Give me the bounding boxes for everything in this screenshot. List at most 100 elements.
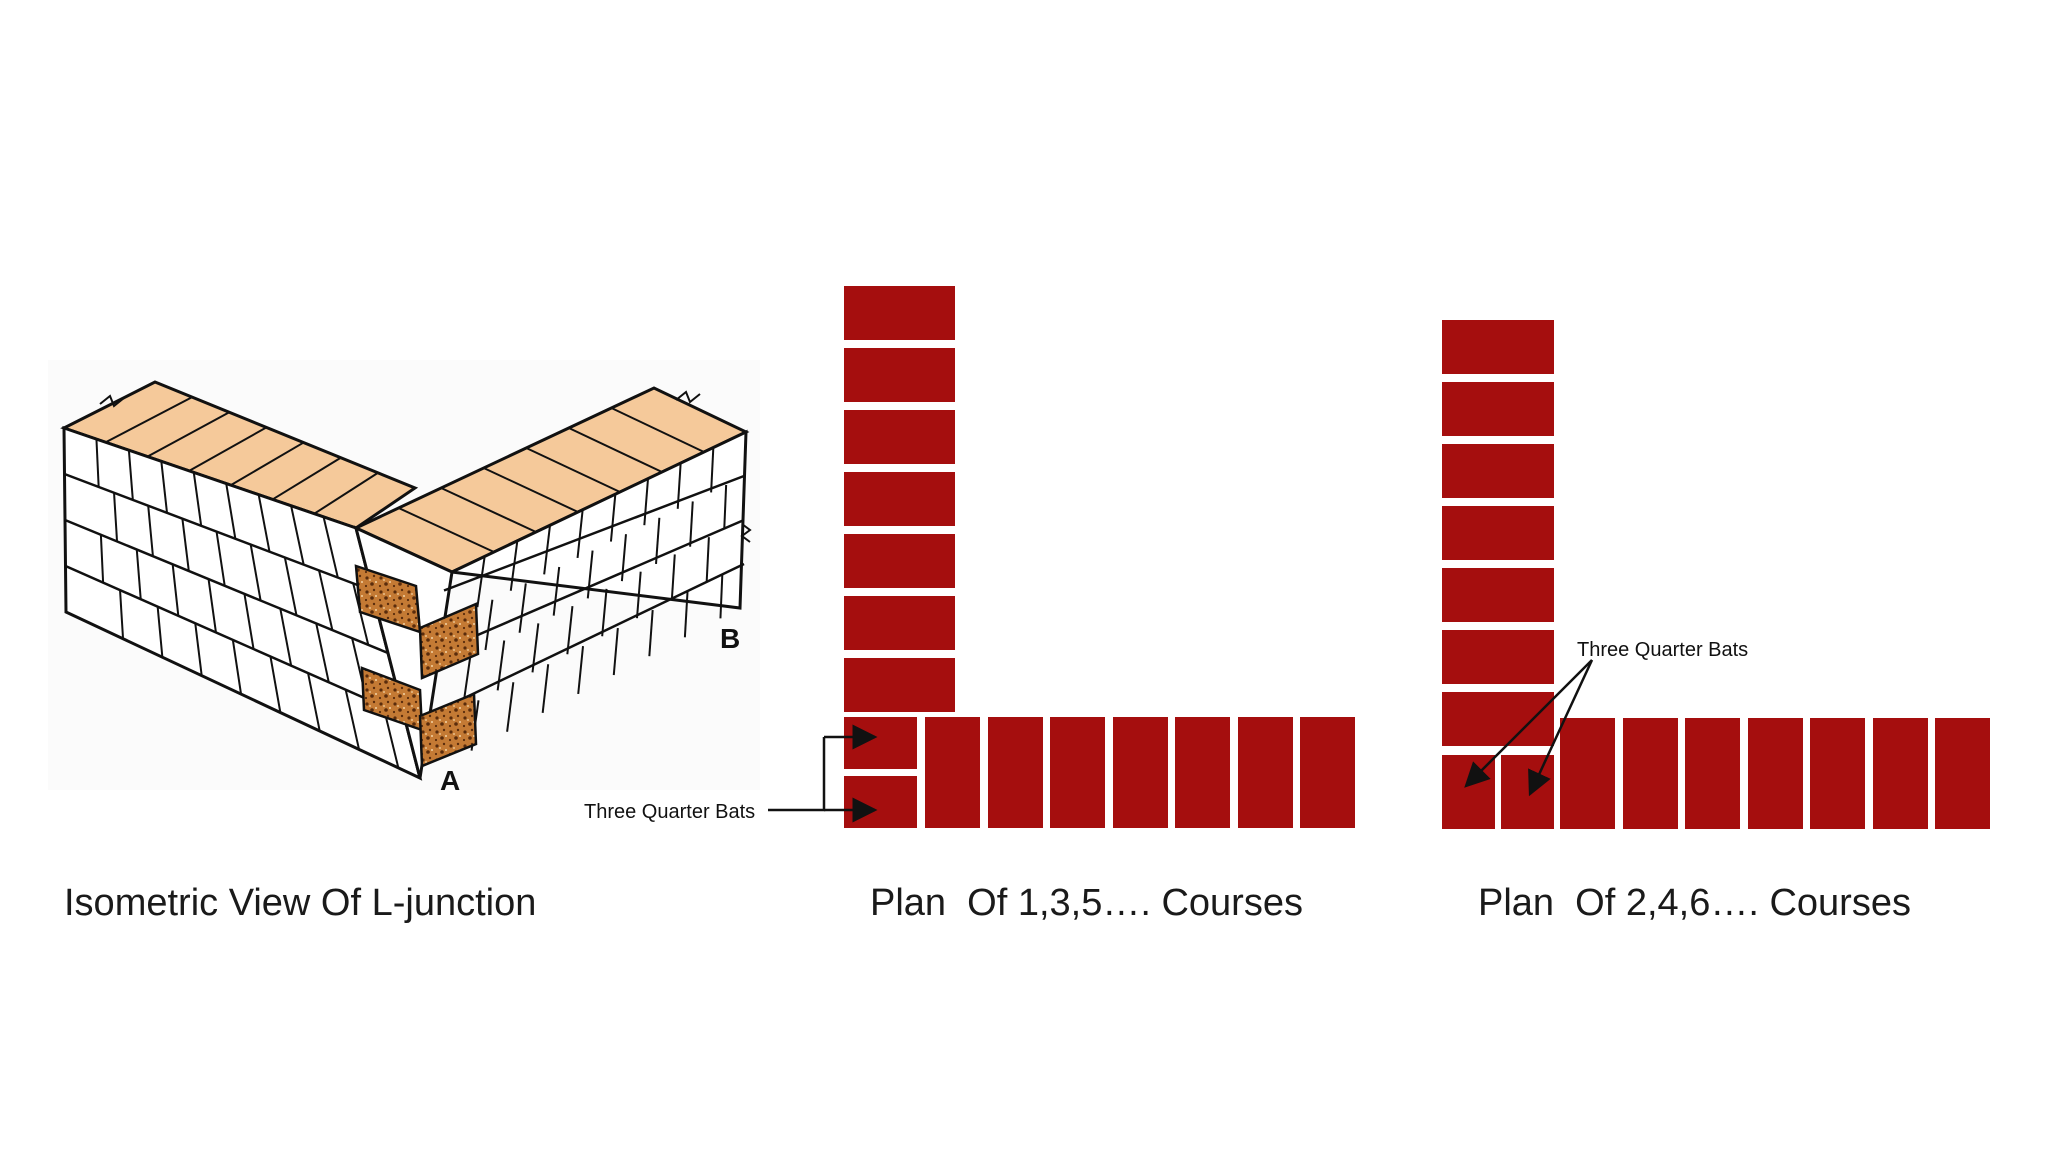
mortar-joint xyxy=(710,447,715,493)
iso-quarter-bat xyxy=(418,602,480,680)
brick-stretcher xyxy=(844,658,955,712)
odd-vertical-arm xyxy=(844,286,955,712)
odd-callout-bracket xyxy=(768,737,826,812)
brick-header xyxy=(925,717,980,828)
mortar-joint xyxy=(440,487,537,533)
mortar-joint xyxy=(484,599,494,651)
brick-header xyxy=(1238,717,1293,828)
mortar-joint xyxy=(194,623,203,676)
brick-stretcher xyxy=(1442,382,1554,436)
mortar-joint xyxy=(307,672,321,732)
isometric-brick-courses xyxy=(64,396,745,769)
iso-quarter-bat xyxy=(418,692,478,768)
isometric-caption: Isometric View Of L-junction xyxy=(64,882,537,924)
mortar-joint xyxy=(99,534,105,583)
mortar-joint xyxy=(215,531,226,586)
mortar-joint xyxy=(192,472,203,526)
mortar-joint xyxy=(683,591,689,638)
mortar-joint xyxy=(230,441,305,487)
mortar-joint xyxy=(541,664,550,713)
even-callout-arrow-left xyxy=(1464,659,1593,788)
mortar-joint xyxy=(443,474,745,592)
brick-header xyxy=(1175,717,1230,828)
mortar-joint xyxy=(676,463,682,509)
mortar-joint xyxy=(601,588,608,637)
mortar-joint xyxy=(64,518,389,655)
mortar-joint xyxy=(207,578,217,633)
brick-header xyxy=(1748,718,1803,829)
mortar-joint xyxy=(160,461,168,513)
iso-quarter-bats xyxy=(354,564,480,768)
brick-stretcher xyxy=(1442,692,1554,746)
brick-header xyxy=(1810,718,1865,829)
brick-stretcher xyxy=(1442,568,1554,622)
even-callout-arrow-right xyxy=(1528,659,1594,797)
mortar-joint xyxy=(171,564,180,616)
mortar-joint xyxy=(257,494,271,552)
mortar-joint xyxy=(576,509,584,559)
plan-even-caption: Plan Of 2,4,6…. Courses xyxy=(1478,882,1911,924)
point-a-label: A xyxy=(440,765,460,796)
mortar-joint xyxy=(427,562,745,717)
plan-odd-caption: Plan Of 1,3,5…. Courses xyxy=(870,882,1303,924)
right-arm-front-face xyxy=(353,429,748,779)
plan-even-courses: Three Quarter Bats xyxy=(1442,320,1990,829)
mortar-joint xyxy=(181,518,190,572)
mortar-joint xyxy=(225,483,237,539)
brick-stretcher xyxy=(844,348,955,402)
brick-stretcher xyxy=(844,472,955,526)
mortar-joint xyxy=(290,505,305,565)
break-mark-left xyxy=(99,394,125,408)
mortar-joint xyxy=(352,583,370,646)
brick-stretcher xyxy=(844,534,955,588)
brick-header xyxy=(1113,717,1168,828)
brick-header xyxy=(988,717,1043,828)
mortar-joint xyxy=(147,505,154,557)
brick-stretcher xyxy=(1442,630,1554,684)
mortar-joint xyxy=(476,556,486,608)
mortar-joint xyxy=(135,549,142,600)
mortar-joint xyxy=(105,396,193,444)
odd-horizontal-arm xyxy=(925,717,1355,828)
mortar-joint xyxy=(64,564,405,717)
point-b-label: B xyxy=(720,623,740,654)
mortar-joint xyxy=(525,447,621,493)
mortar-joint xyxy=(272,456,342,501)
three-quarter-bat xyxy=(844,717,917,769)
mortar-joint xyxy=(612,628,619,676)
mortar-joint xyxy=(318,570,334,631)
mortar-joint xyxy=(568,427,663,473)
mortar-joint xyxy=(113,492,119,542)
mortar-joint xyxy=(156,606,164,658)
break-mark-right xyxy=(675,390,701,404)
mortar-joint xyxy=(64,472,373,592)
brick-stretcher xyxy=(844,596,955,650)
mortar-joint xyxy=(509,540,519,591)
even-horizontal-arm xyxy=(1560,718,1990,829)
mortar-joint xyxy=(398,507,495,553)
mortar-joint xyxy=(609,494,617,542)
three-quarter-bat xyxy=(1501,755,1554,829)
mortar-joint xyxy=(518,583,527,633)
brick-header xyxy=(1623,718,1678,829)
mortar-joint xyxy=(566,606,574,655)
mortar-joint xyxy=(344,689,361,750)
break-mark-side xyxy=(740,523,752,543)
brick-header xyxy=(1050,717,1105,828)
mortar-joint xyxy=(119,590,125,639)
mortar-joint xyxy=(719,573,724,619)
brick-header xyxy=(1300,717,1355,828)
brick-header xyxy=(1873,718,1928,829)
mortar-joint xyxy=(283,557,298,616)
mortar-joint xyxy=(543,525,551,575)
mortar-joint xyxy=(269,656,282,713)
mortar-joint xyxy=(577,646,585,695)
mortar-joint xyxy=(636,571,642,619)
mortar-joint xyxy=(705,537,710,583)
plan-odd-courses: Three Quarter Bats xyxy=(584,286,1355,828)
mortar-joint xyxy=(643,478,649,526)
mortar-joint xyxy=(315,623,330,683)
mortar-joint xyxy=(231,639,243,695)
mortar-joint xyxy=(506,682,515,732)
odd-callout-label: Three Quarter Bats xyxy=(584,801,755,823)
